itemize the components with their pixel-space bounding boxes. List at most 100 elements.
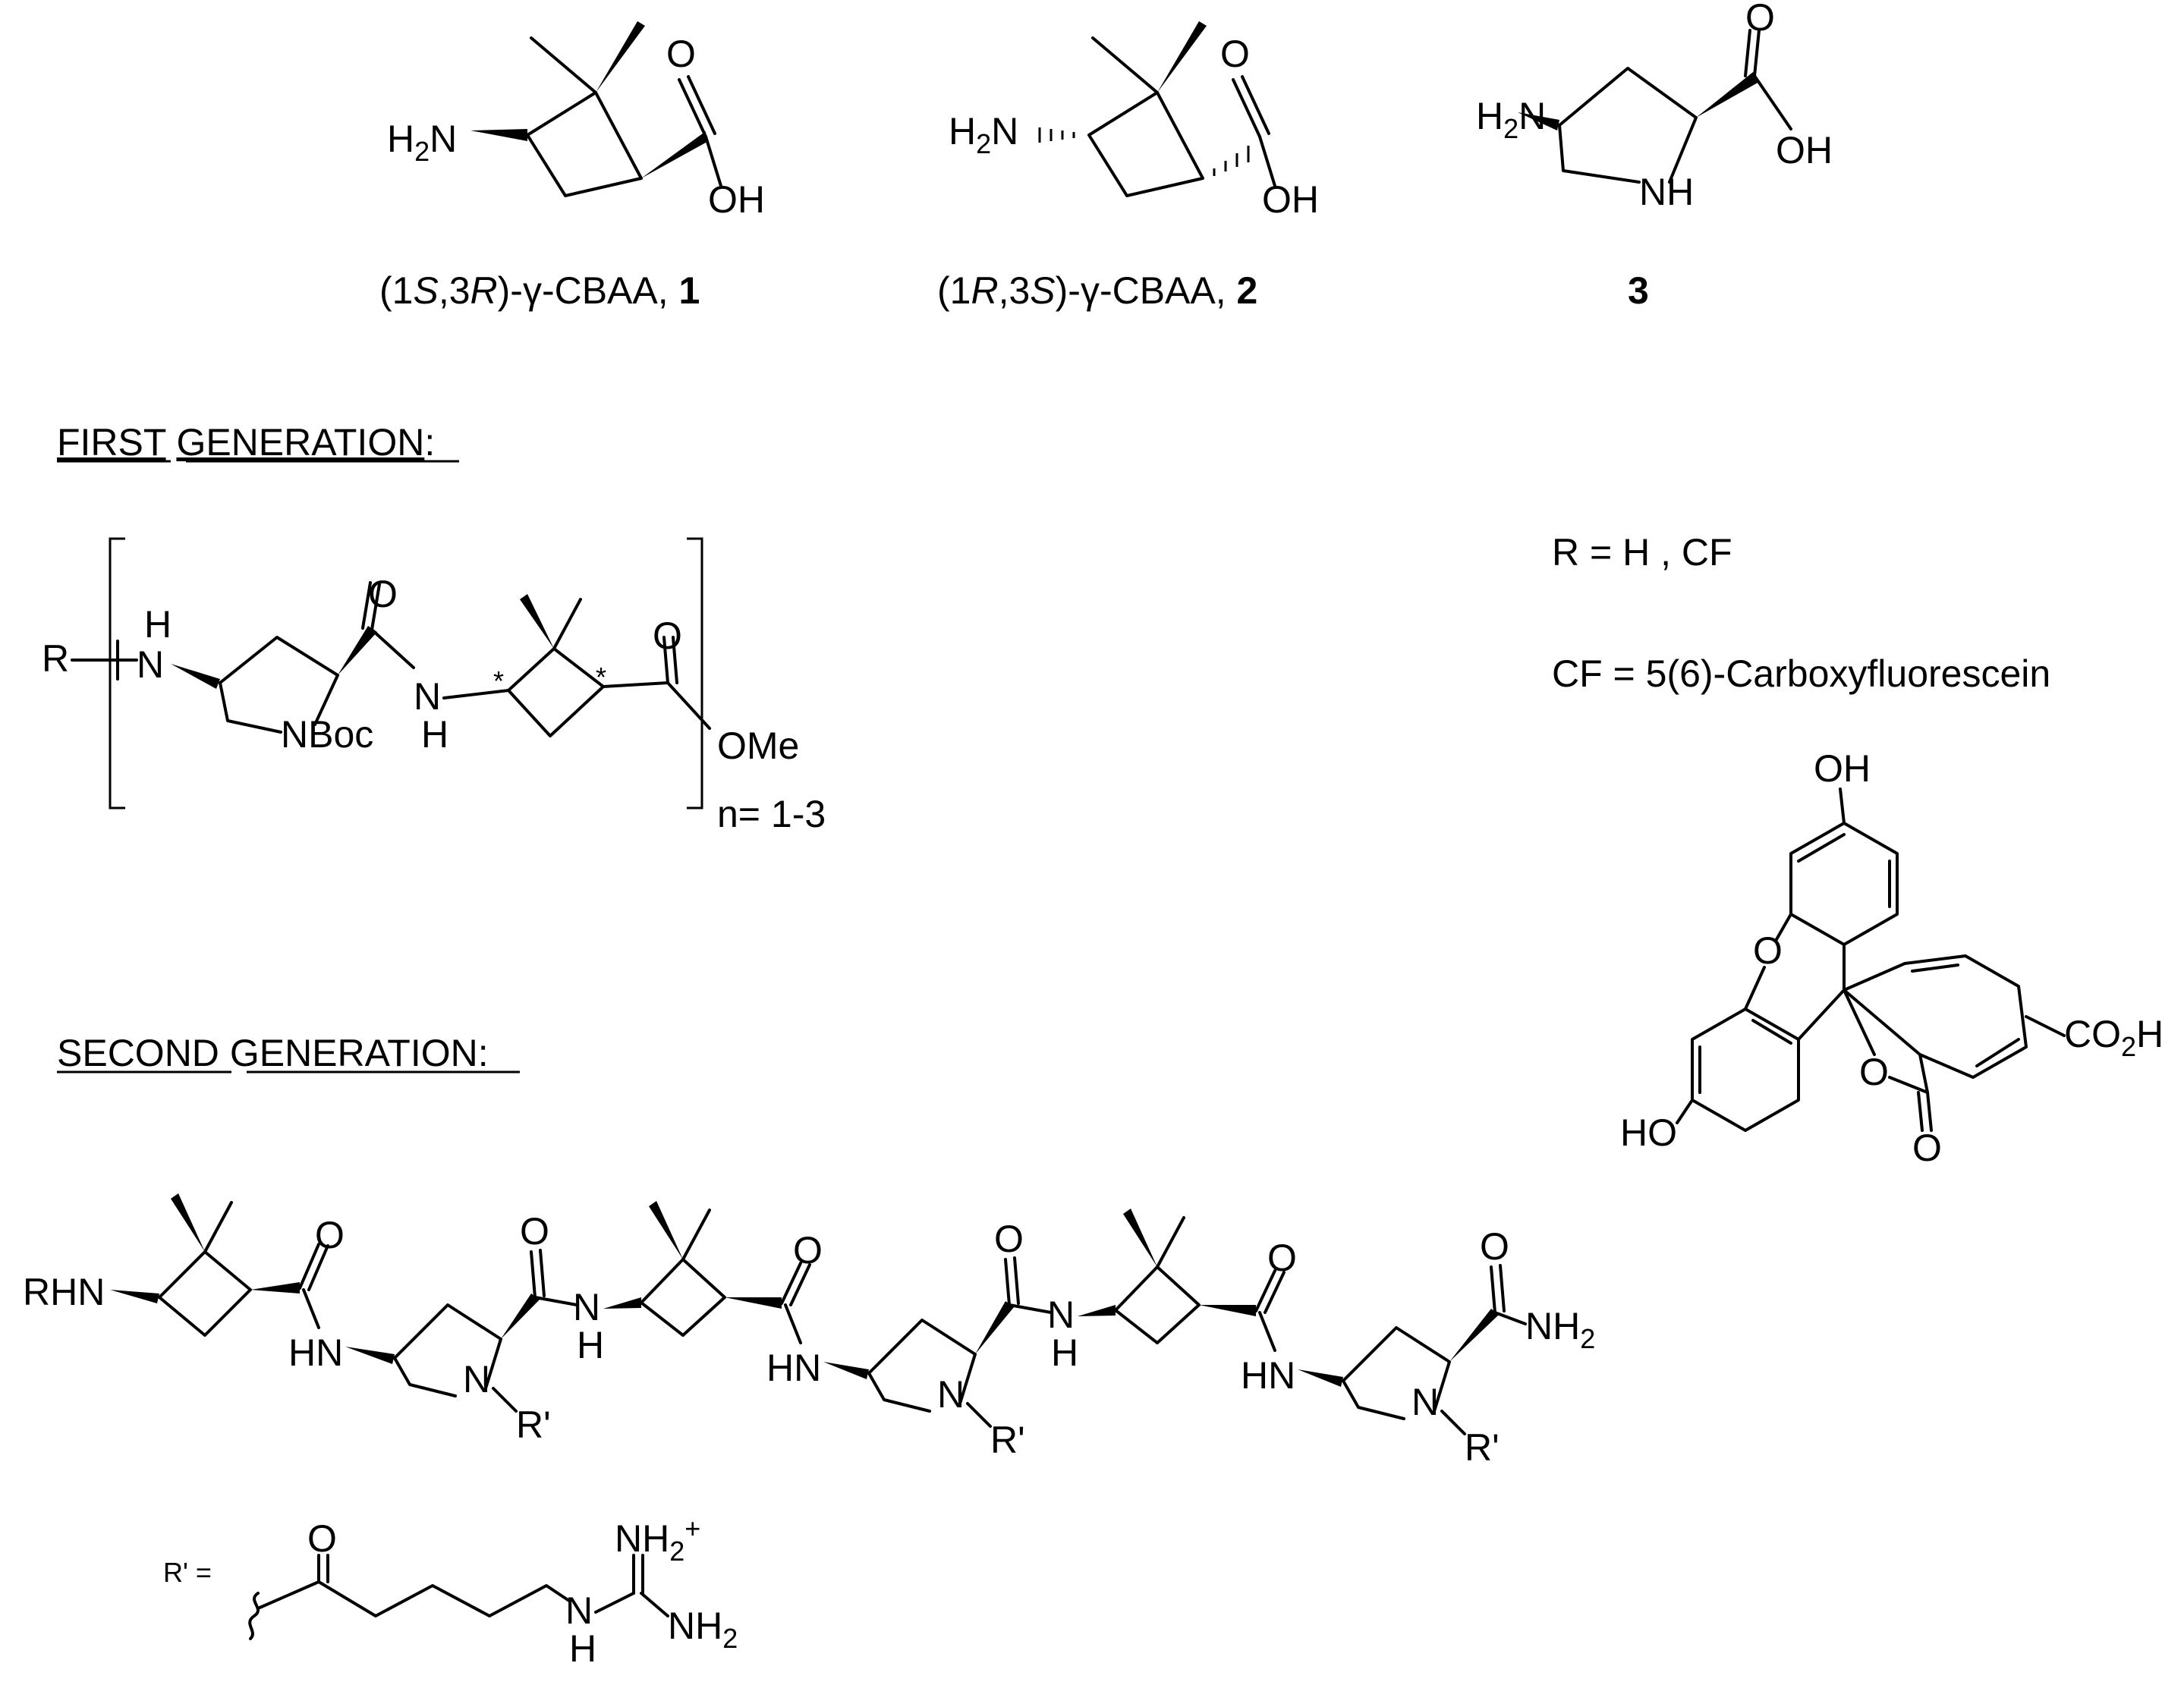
amine-wedge bbox=[171, 664, 220, 689]
carbonyl-bond bbox=[1917, 1091, 1933, 1132]
n-r-bond bbox=[966, 1402, 992, 1428]
hn-label: HN bbox=[766, 1347, 821, 1389]
methyl-wedge bbox=[1123, 1209, 1157, 1267]
amide-bond bbox=[1258, 1311, 1276, 1352]
ring-n-label: N bbox=[463, 1358, 490, 1400]
compound-2-caption: (1R,3S)-γ-CBAA, 2 bbox=[937, 269, 1257, 312]
lactone-bond bbox=[1888, 1053, 1929, 1094]
ome-bond bbox=[666, 681, 711, 730]
compound-3: H2N O OH NH 3 bbox=[1476, 0, 1833, 312]
methyl-bond bbox=[552, 598, 582, 650]
amine-wedge bbox=[470, 129, 527, 141]
ester-bond bbox=[602, 681, 669, 688]
hydroxyl-label: OH bbox=[1776, 129, 1833, 171]
amide-n-label: N bbox=[414, 675, 441, 718]
stereo-star: * bbox=[596, 662, 606, 693]
n-r-bond bbox=[1440, 1410, 1466, 1435]
upper-benzene-ring bbox=[1789, 822, 1899, 946]
amide-bond bbox=[1008, 1303, 1053, 1314]
carbonyl-o-label: O bbox=[994, 1218, 1024, 1260]
bottom-ho-label: HO bbox=[1620, 1111, 1677, 1154]
methyl-wedge bbox=[171, 1193, 205, 1252]
rprime-label: R' bbox=[1465, 1426, 1500, 1469]
methyl-bond bbox=[681, 1209, 711, 1261]
oh-bond bbox=[1839, 787, 1846, 825]
amine-wedge bbox=[1078, 1305, 1116, 1316]
acid-wedge bbox=[1696, 72, 1759, 118]
o-bond bbox=[1744, 966, 1766, 1011]
compound-2: H2N O OH (1R,3S)-γ-CBAA, 2 bbox=[937, 21, 1319, 312]
carbonyl-o-label: O bbox=[1480, 1225, 1509, 1268]
carbonyl-wedge bbox=[725, 1297, 782, 1309]
carbonyl-bond bbox=[1490, 1264, 1506, 1314]
rhn-label: RHN bbox=[23, 1271, 105, 1313]
methyl-wedge bbox=[649, 1201, 683, 1259]
nh2-label: NH2 bbox=[668, 1605, 738, 1654]
acid-wedge bbox=[641, 131, 706, 178]
chain-n-label: N bbox=[565, 1589, 593, 1632]
compound-3-caption: 3 bbox=[1628, 269, 1649, 312]
nboc-label: NBoc bbox=[281, 713, 373, 756]
alkyl-chain bbox=[256, 1580, 571, 1617]
stereo-star: * bbox=[493, 665, 504, 696]
pyrrolidine-ring bbox=[219, 636, 339, 734]
carbonyl-wedge bbox=[250, 1282, 300, 1294]
carbonyl-bond bbox=[780, 1262, 811, 1306]
ring-n-label: N bbox=[937, 1373, 965, 1416]
carbonyl-bond bbox=[298, 1243, 329, 1291]
second-generation-heading: SECOND GENERATION: bbox=[57, 1032, 520, 1074]
carbonyl-wedge bbox=[975, 1301, 1014, 1354]
methyl-bond bbox=[1091, 36, 1159, 94]
n-r-bond bbox=[492, 1387, 518, 1413]
amine-wedge bbox=[345, 1347, 395, 1364]
ring-n-label: N bbox=[1411, 1381, 1439, 1423]
methyl-bond bbox=[1156, 1216, 1185, 1268]
c-nh2-bond bbox=[640, 1592, 669, 1617]
amine-wedge bbox=[1298, 1369, 1343, 1387]
amine-wedge bbox=[823, 1362, 869, 1379]
compound-1-caption: (1S,3R)-γ-CBAA, 1 bbox=[379, 269, 700, 312]
hydroxyl-label: OH bbox=[1262, 178, 1319, 221]
second-generation-structure: RHN O HN N R' O N H O HN N R' bbox=[23, 1193, 1595, 1469]
svg-text:FIRST GENERATION:: FIRST GENERATION: bbox=[57, 421, 435, 464]
methyl-wedge bbox=[596, 21, 645, 93]
amide-bond bbox=[784, 1303, 802, 1344]
amide-n-label: N bbox=[573, 1286, 600, 1328]
carbonyl-bond bbox=[662, 636, 678, 684]
ring-nh-label: NH bbox=[1639, 171, 1694, 213]
aromatic-double bbox=[1797, 833, 1891, 908]
co2h-label: CO2H bbox=[2064, 1013, 2164, 1062]
carbonyl-o-label: O bbox=[520, 1210, 549, 1253]
carbonyl-bond bbox=[317, 1554, 329, 1583]
carbonyl-wedge bbox=[338, 626, 377, 675]
ho-bond bbox=[1676, 1099, 1694, 1124]
repeat-label: n= 1-3 bbox=[717, 793, 826, 835]
ome-label: OMe bbox=[717, 725, 799, 767]
chain-h-label: H bbox=[569, 1627, 596, 1670]
acid-hash bbox=[1213, 146, 1250, 176]
cyclobutane-ring-3 bbox=[1114, 1265, 1201, 1344]
nh-h-label: H bbox=[144, 603, 172, 646]
phthalide-ring bbox=[1843, 954, 2028, 1079]
cyclobutane-ring-2 bbox=[640, 1258, 726, 1337]
first-generation-heading: FIRST GENERATION: bbox=[57, 421, 459, 464]
lower-benzene-ring bbox=[1691, 1008, 1800, 1132]
fluorescein-structure: OH O HO O O CO2H bbox=[1620, 747, 2164, 1169]
amine-wedge bbox=[1518, 112, 1559, 130]
n-ring-bond bbox=[442, 689, 510, 699]
aromatic-double bbox=[1911, 964, 2020, 1067]
hn-label: HN bbox=[1241, 1354, 1295, 1397]
left-bracket bbox=[109, 537, 125, 809]
carbonyl-o-label: O bbox=[666, 33, 696, 75]
n-c-bond bbox=[594, 1592, 635, 1614]
pyrrolidine-ring-1 bbox=[393, 1303, 502, 1397]
amide-bond bbox=[533, 1296, 578, 1306]
pyrrolidine-ring-3 bbox=[1342, 1326, 1451, 1420]
carbonyl-bond bbox=[1254, 1269, 1286, 1314]
carbonyl-o-label: O bbox=[307, 1517, 337, 1560]
cyclobutane-ring bbox=[526, 91, 643, 197]
lactone-o-label: O bbox=[1859, 1051, 1889, 1093]
attachment-squiggle bbox=[248, 1592, 260, 1640]
o-bond bbox=[1774, 913, 1792, 942]
